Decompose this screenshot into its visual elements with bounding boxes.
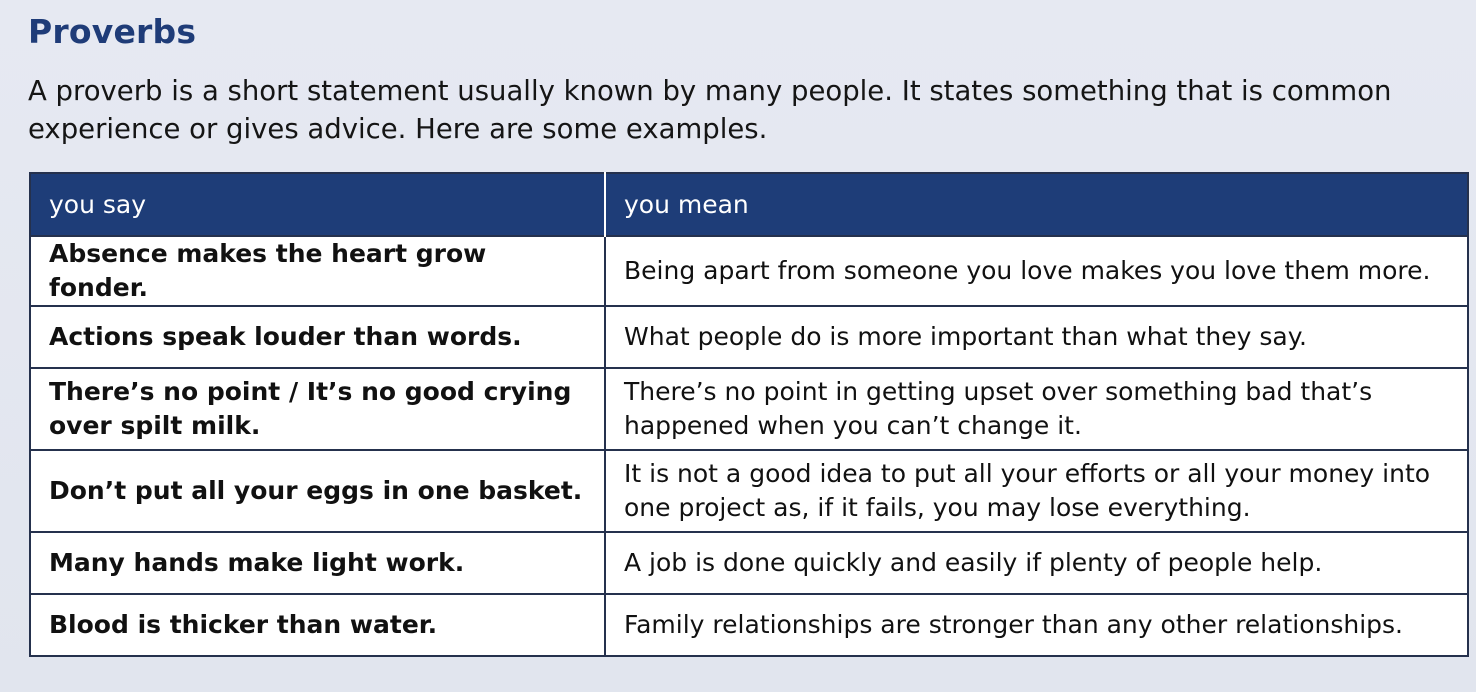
meaning-cell: It is not a good idea to put all your ef… <box>604 449 1469 533</box>
table-row: There’s no point / It’s no good crying o… <box>29 367 1469 451</box>
proverb-cell: Actions speak louder than words. <box>29 305 606 369</box>
proverb-cell: There’s no point / It’s no good crying o… <box>29 367 606 451</box>
meaning-cell: Family relationships are stronger than a… <box>604 593 1469 657</box>
intro-paragraph: A proverb is a short statement usually k… <box>28 75 1392 145</box>
page-title: Proverbs <box>28 12 197 51</box>
table-row: Blood is thicker than water. Family rela… <box>29 593 1469 657</box>
table-row: Absence makes the heart grow fonder. Bei… <box>29 235 1469 307</box>
proverb-cell: Blood is thicker than water. <box>29 593 606 657</box>
proverb-cell: Many hands make light work. <box>29 531 606 595</box>
table-header-row: you say you mean <box>30 173 1468 236</box>
meaning-cell: Being apart from someone you love makes … <box>604 235 1469 307</box>
meaning-cell: A job is done quickly and easily if plen… <box>604 531 1469 595</box>
table-row: Actions speak louder than words. What pe… <box>29 305 1469 369</box>
meaning-cell: What people do is more important than wh… <box>604 305 1469 369</box>
column-header-you-say: you say <box>30 173 606 236</box>
column-header-you-mean: you mean <box>605 173 1468 236</box>
table-row: Don’t put all your eggs in one basket. I… <box>29 449 1469 533</box>
proverb-cell: Don’t put all your eggs in one basket. <box>29 449 606 533</box>
meaning-cell: There’s no point in getting upset over s… <box>604 367 1469 451</box>
proverbs-table: you say you mean Absence makes the heart… <box>29 172 1469 657</box>
table-row: Many hands make light work. A job is don… <box>29 531 1469 595</box>
proverb-cell: Absence makes the heart grow fonder. <box>29 235 606 307</box>
